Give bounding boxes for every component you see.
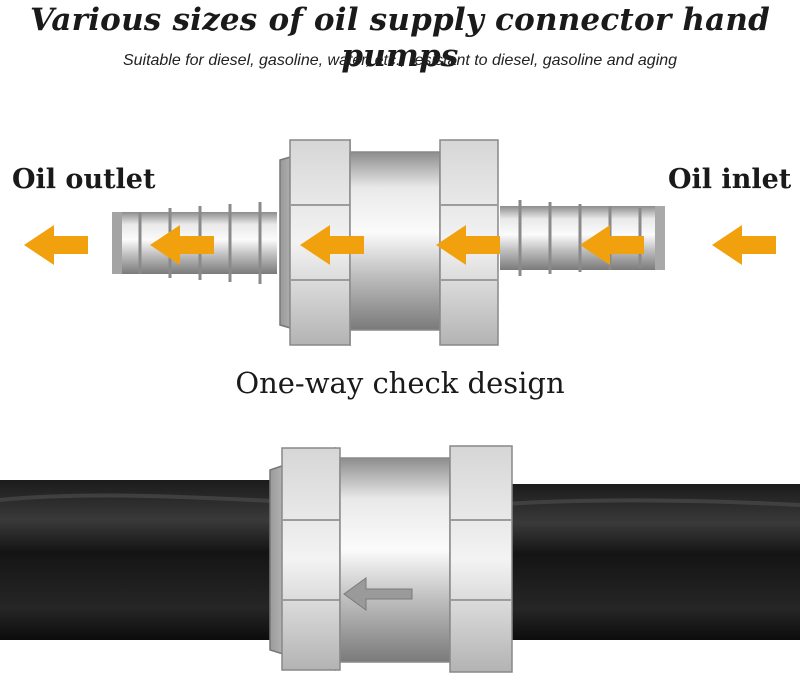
page-title: Various sizes of oil supply connector ha…	[29, 2, 770, 74]
check-valve-bottom	[0, 445, 800, 673]
right-hose	[505, 484, 800, 640]
left-hose	[0, 480, 290, 640]
oil-outlet-label: Oil outlet	[12, 164, 156, 195]
page-subtitle: Suitable for diesel, gasoline, water, et…	[122, 52, 678, 69]
check-design-label: One-way check design	[235, 366, 565, 400]
oil-inlet-label: Oil inlet	[668, 164, 792, 195]
flow-arrow-icon	[24, 225, 88, 265]
direction-arrow-icon	[343, 577, 413, 611]
flow-arrow-icon	[712, 225, 776, 265]
